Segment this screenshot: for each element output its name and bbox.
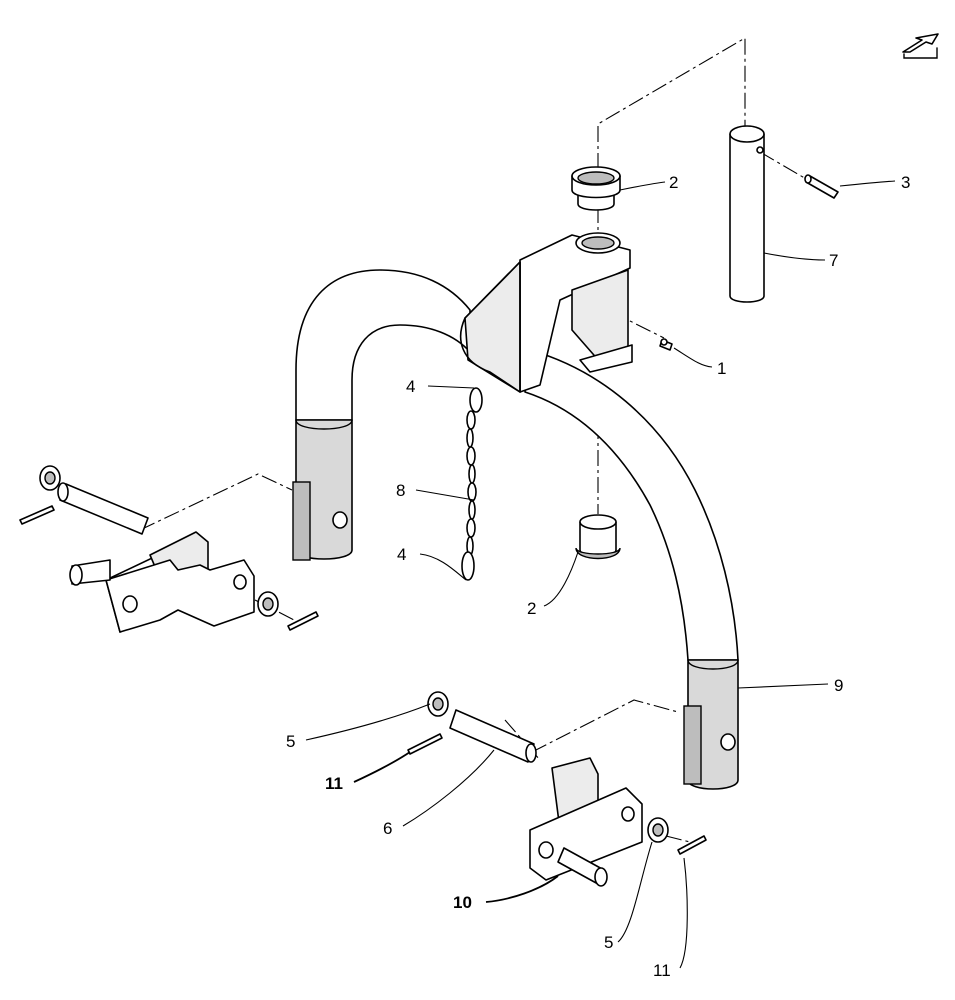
left-cotter-pin-lower [287, 611, 319, 631]
callout-2-upper: 2 [669, 173, 678, 192]
left-washer-lower [257, 591, 279, 617]
right-cotter-pin-upper [407, 733, 443, 755]
left-hitch-clevis [69, 531, 255, 633]
callout-9: 9 [834, 676, 843, 695]
right-cotter-pin-lower [677, 835, 707, 855]
callout-10: 10 [453, 893, 472, 912]
grease-fitting [659, 338, 673, 351]
pivot-pin [729, 125, 765, 303]
callout-8: 8 [396, 481, 405, 500]
lower-bushing [575, 514, 621, 560]
callout-4-lower: 4 [397, 545, 406, 564]
callout-11-lower: 11 [653, 961, 671, 980]
leader-lines [305, 180, 896, 969]
callout-5-lower: 5 [604, 933, 613, 952]
right-hitch-pin [449, 709, 537, 763]
right-washer-upper [427, 691, 449, 717]
callout-6: 6 [383, 819, 392, 838]
callout-2-lower: 2 [527, 599, 536, 618]
callouts: 1 2 2 3 4 4 5 5 6 7 8 9 10 11 11 [286, 173, 910, 980]
safety-chain [461, 387, 483, 581]
return-arrow-icon [902, 33, 939, 59]
roll-pin [804, 174, 839, 199]
callout-5-upper: 5 [286, 732, 295, 751]
callout-1: 1 [717, 359, 726, 378]
upper-bushing [571, 166, 621, 211]
right-washer-lower [647, 817, 669, 843]
left-cotter-pin-upper [19, 505, 55, 525]
right-hitch-clevis [529, 757, 643, 887]
left-washer-upper [39, 465, 61, 491]
left-hitch-pin [57, 482, 149, 535]
callout-4-upper: 4 [406, 377, 415, 396]
pivot-bracket [460, 232, 633, 393]
main-frame-tube [292, 269, 739, 790]
callout-7: 7 [829, 251, 838, 270]
callout-11-upper: 11 [325, 774, 343, 793]
callout-3: 3 [901, 173, 910, 192]
